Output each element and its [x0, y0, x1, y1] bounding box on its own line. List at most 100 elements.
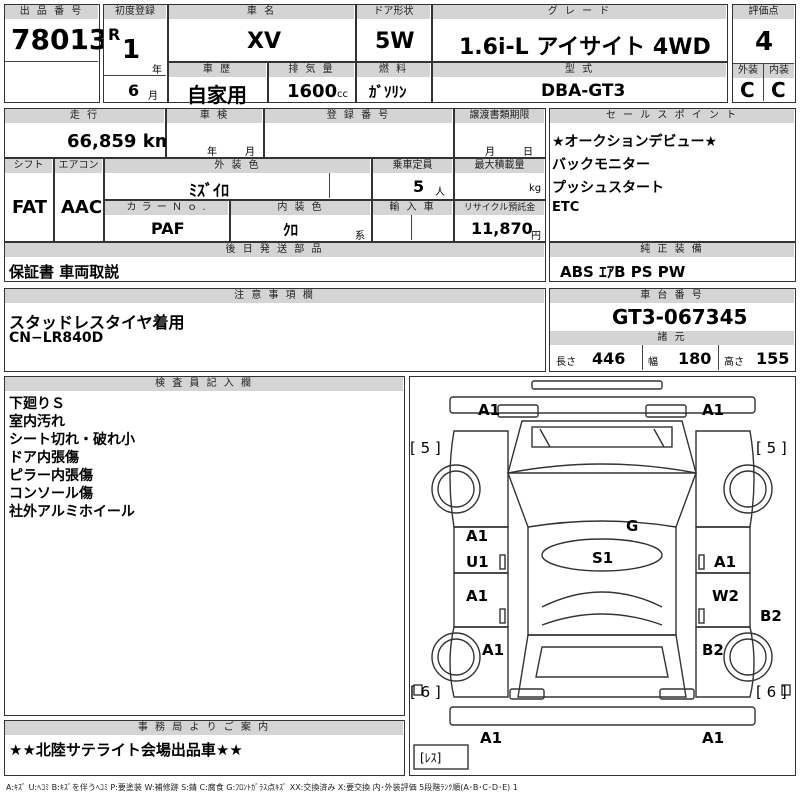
width: 180 [678, 349, 712, 368]
year-unit: 年 [152, 65, 162, 76]
plate-cell: 登 録 番 号 [264, 108, 454, 158]
tire-rear-right: [ 6 ] [756, 683, 787, 701]
shift: FAT [12, 197, 48, 218]
plate-label: 登 録 番 号 [265, 109, 452, 123]
office-text: ★★北陸サテライト会場出品車★★ [9, 741, 243, 759]
specs-label: 諸 元 [550, 331, 794, 345]
equipment-cell: 純 正 装 備 ABS ｴｱB PS PW [549, 242, 796, 282]
displacement-label: 排 気 量 [269, 63, 354, 77]
fuel-cell: 燃 料 ｶﾞｿﾘﾝ [356, 62, 432, 103]
car-name: XV [247, 29, 281, 54]
sales-point-item: ETC [552, 200, 580, 215]
later-parts-label: 後 日 発 送 部 品 [5, 243, 544, 257]
left-front-door-a: A1 [466, 527, 489, 545]
aircon-label: エアコン [55, 159, 102, 173]
tire-front-left: [ 5 ] [410, 439, 441, 457]
length: 446 [592, 349, 626, 368]
office-cell: 事 務 局 よ り ご 案 内 ★★北陸サテライト会場出品車★★ [4, 720, 405, 776]
inspection-month-unit: 月 [245, 147, 255, 158]
equipment-label: 純 正 装 備 [550, 243, 794, 257]
score-cell: 評価点 4 外装 内装 C C [732, 4, 796, 103]
mileage-label: 走 行 [5, 109, 164, 123]
right-rear-door: W2 [712, 587, 739, 605]
height-label: 高さ [724, 357, 744, 368]
history-cell: 車 歴 自家用 [168, 62, 268, 107]
interior-color-label: 内 装 色 [231, 201, 370, 215]
front-left-label: A1 [478, 401, 501, 419]
fuel: ｶﾞｿﾘﾝ [369, 83, 407, 101]
tire-front-right: [ 5 ] [756, 439, 787, 457]
height: 155 [756, 349, 790, 368]
grade-cell: グ レ ー ド 1.6i-L アイサイト 4WD [432, 4, 728, 62]
exterior-color-cell: 外 装 色 ﾐｽﾞｲﾛ [104, 158, 372, 200]
later-parts-cell: 後 日 発 送 部 品 保証書 車両取説 [4, 242, 546, 282]
mileage-cell: 走 行 66,859 km [4, 108, 173, 158]
chassis-cell: 車 台 番 号 GT3-067345 諸 元 長さ 446 幅 180 高さ 1… [549, 288, 796, 372]
recycle-cell: リサイクル預託金 11,870 円 [454, 200, 546, 242]
interior-label: 内装 [764, 64, 794, 78]
exterior-score: C [740, 78, 755, 102]
notes-line: CN−LR840D [9, 330, 104, 346]
sales-point-item: ★オークションデビュー★ [552, 134, 718, 150]
inspector-label: 検 査 員 記 入 欄 [5, 377, 403, 391]
color-no-label: カ ラ ー Ｎ ｏ . [105, 201, 228, 215]
legend: A:ｷｽﾞ U:ﾍｺﾐ B:ｷｽﾞを伴うﾍｺﾐ P:要塗装 W:補修跡 S:錆 … [6, 783, 518, 792]
right-front-door: A1 [714, 553, 737, 571]
length-label: 長さ [556, 357, 576, 368]
color-no: PAF [151, 219, 185, 238]
rear-right-label: A1 [702, 729, 725, 747]
fuel-label: 燃 料 [357, 63, 430, 77]
header-section: 出 品 番 号 78013 初度登録 R 1 年 6 月 車 名 XV ドア形状… [4, 4, 796, 107]
import-label: 輸 入 車 [373, 201, 452, 215]
shift-cell: シフト FAT [4, 158, 54, 242]
door-type: 5W [375, 29, 415, 54]
capacity: 5 [413, 177, 425, 196]
score: 4 [755, 27, 774, 57]
left-front-door-u: U1 [466, 553, 489, 571]
displacement-cell: 排 気 量 1600 cc [268, 62, 356, 103]
displacement: 1600 [287, 81, 338, 102]
door-label: ドア形状 [357, 5, 430, 19]
load-unit: kg [529, 183, 542, 194]
capacity-unit: 人 [435, 187, 445, 198]
model-cell: 型 式 DBA-GT3 [432, 62, 728, 103]
damage-diagram: A1 A1 [ 5 ] [ 5 ] G S1 A1 U1 A1 A1 A1 W2… [409, 376, 796, 776]
exterior-color-label: 外 装 色 [105, 159, 370, 173]
left-rear-door: A1 [466, 587, 489, 605]
inspector-line: シート切れ・破れ小 [9, 432, 135, 448]
chassis-label: 車 台 番 号 [550, 289, 794, 303]
center-label: S1 [592, 549, 614, 567]
spare-tire-label: [ﾚｽ] [420, 751, 442, 765]
recycle-amount: 11,870 [471, 219, 533, 238]
right-rear-fender: B2 [702, 641, 724, 659]
right-rear-side: B2 [760, 607, 782, 625]
interior-color-cell: 内 装 色 ｸﾛ 系 [230, 200, 372, 242]
era: R [108, 25, 121, 44]
import-cell: 輸 入 車 [372, 200, 454, 242]
inspection-year-unit: 年 [207, 147, 217, 158]
sales-point-item: バックモニター [552, 157, 650, 173]
left-rear-fender: A1 [482, 641, 505, 659]
transfer-cell: 譲渡書類期限 月 日 [454, 108, 546, 158]
width-label: 幅 [648, 357, 658, 368]
notes-label: 注 意 事 項 欄 [5, 289, 544, 303]
chassis-number: GT3-067345 [612, 305, 748, 329]
equipment: ABS ｴｱB PS PW [560, 263, 686, 281]
tire-rear-left: [ 6 ] [410, 683, 441, 701]
later-parts: 保証書 車両取説 [9, 263, 120, 281]
transfer-label: 譲渡書類期限 [455, 109, 544, 123]
inspector-line: 下廻りＳ [9, 396, 65, 412]
inspector-line: ピラー内張傷 [9, 468, 93, 484]
recycle-unit: 円 [531, 231, 541, 242]
interior-color: ｸﾛ [283, 221, 299, 239]
inspector-line: コンソール傷 [9, 486, 93, 502]
front-right-label: A1 [702, 401, 725, 419]
exterior-label: 外装 [733, 64, 763, 78]
aircon: AAC [61, 197, 103, 218]
registration-month: 6 [128, 81, 140, 100]
aircon-cell: エアコン AAC [54, 158, 104, 242]
load-label: 最大積載量 [455, 159, 544, 173]
exterior-color: ﾐｽﾞｲﾛ [189, 181, 230, 200]
roof-label: G [626, 517, 639, 535]
transfer-day-unit: 日 [523, 147, 533, 158]
